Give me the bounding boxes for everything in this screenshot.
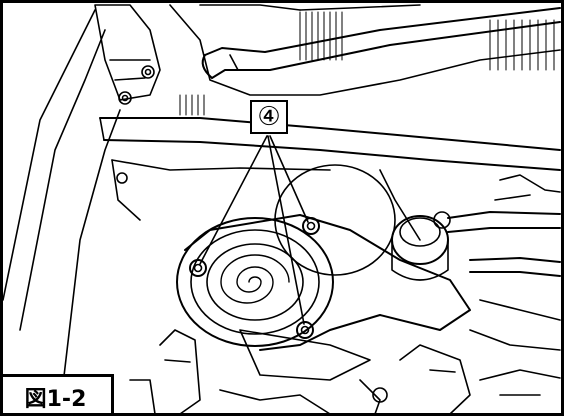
callout-leader-lines <box>199 135 309 325</box>
lower-engine-left <box>159 329 201 415</box>
figure-label: 図1-2 <box>0 374 114 416</box>
strut-tower-outer <box>176 217 334 347</box>
bolt-left <box>118 91 132 105</box>
lower-engine-right <box>399 344 471 415</box>
cowl-grille <box>179 11 555 116</box>
mount-nut-right <box>302 217 320 235</box>
cowl-cross-member <box>99 117 561 151</box>
hose-right-lower <box>469 257 561 263</box>
strut-spring-spiral <box>220 254 290 304</box>
hose-right-upper <box>447 211 561 219</box>
left-fender-inner <box>19 29 106 331</box>
left-body-panel <box>59 109 121 411</box>
brake-booster <box>274 164 396 276</box>
strut-tower-ring <box>190 229 320 335</box>
wiper-arm <box>204 7 561 56</box>
strut-mount-plate <box>184 214 471 351</box>
part-number-callout: ④ <box>250 100 288 134</box>
left-cover-top <box>94 4 161 101</box>
left-fender-outline <box>2 9 96 301</box>
mount-nut-bottom <box>296 321 314 339</box>
mount-nut-left <box>189 259 207 277</box>
cowl-panel-top <box>169 4 561 96</box>
bolt-upper-left <box>141 65 155 79</box>
